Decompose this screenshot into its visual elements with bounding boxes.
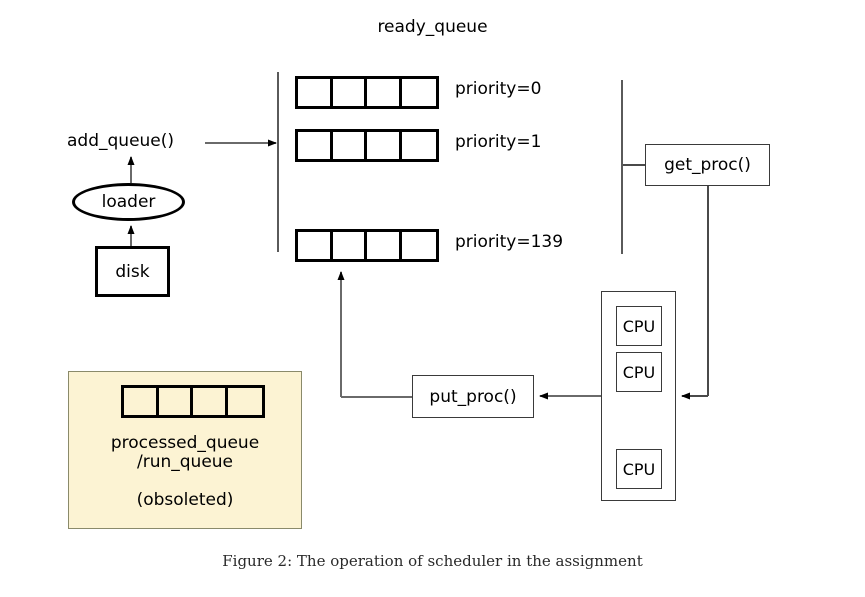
queue-cell (367, 232, 402, 259)
queue-cell (333, 79, 368, 106)
queue-cell (298, 232, 333, 259)
loader-label: loader (101, 192, 156, 212)
processed-queue-row (121, 385, 265, 418)
cpu-box-3: CPU (616, 449, 662, 489)
get-proc-node: get_proc() (645, 144, 770, 186)
add-queue-label: add_queue() (67, 131, 175, 151)
ready-queue-row-priority-0 (295, 76, 439, 109)
priority-label-0: priority=0 (455, 79, 542, 99)
queue-cell (367, 132, 402, 159)
cpu-label: CPU (622, 459, 656, 479)
queue-cell (402, 79, 436, 106)
figure-caption: Figure 2: The operation of scheduler in … (222, 552, 643, 570)
ready-queue-row-priority-1 (295, 129, 439, 162)
cpu-group: CPU CPU CPU (601, 291, 676, 501)
queue-cell (367, 79, 402, 106)
ready-queue-row-priority-139 (295, 229, 439, 262)
disk-node: disk (95, 246, 170, 297)
priority-label-1: priority=1 (455, 132, 542, 152)
priority-label-139: priority=139 (455, 232, 564, 252)
queue-cell (402, 132, 436, 159)
queue-cell (228, 388, 262, 415)
cpu-label: CPU (622, 362, 656, 382)
queue-cell (333, 232, 368, 259)
get-proc-label: get_proc() (664, 155, 751, 175)
queue-cell (333, 132, 368, 159)
ready-queue-left-brace (277, 72, 279, 252)
queue-cell (193, 388, 228, 415)
loader-node: loader (72, 183, 185, 221)
put-proc-label: put_proc() (429, 386, 517, 407)
queue-cell (402, 232, 436, 259)
queue-cell (298, 79, 333, 106)
cpu-box-2: CPU (616, 352, 662, 392)
ready-queue-right-brace (621, 80, 623, 254)
disk-label: disk (115, 261, 150, 282)
cpu-box-1: CPU (616, 306, 662, 346)
queue-cell (124, 388, 159, 415)
cpu-label: CPU (622, 316, 656, 336)
queue-cell (298, 132, 333, 159)
queue-cell (159, 388, 194, 415)
processed-queue-label: processed_queue /run_queue (110, 433, 260, 473)
put-proc-node: put_proc() (412, 375, 534, 418)
obsoleted-note: (obsoleted) (136, 490, 234, 510)
page-title: ready_queue (377, 17, 488, 37)
